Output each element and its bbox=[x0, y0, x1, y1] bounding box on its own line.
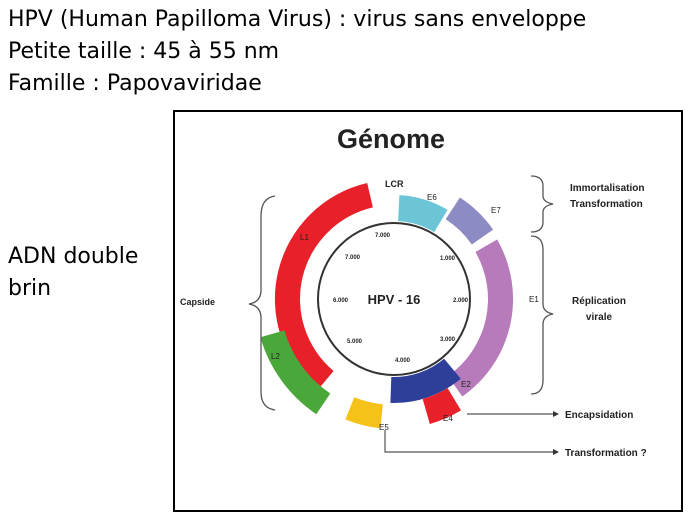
header-line-virus: HPV (Human Papilloma Virus) : virus sans… bbox=[8, 7, 587, 32]
gene-arc-e1 bbox=[447, 239, 514, 397]
gene-label-e6: E6 bbox=[427, 193, 437, 202]
transformation-arrow bbox=[384, 430, 553, 453]
side-label-line2: brin bbox=[8, 276, 52, 301]
genome-diagram: Génome HPV - 16 7.000 1.000 2.000 3.000 … bbox=[180, 124, 647, 459]
gene-label-e4: E4 bbox=[443, 414, 453, 423]
header-line-size: Petite taille : 45 à 55 nm bbox=[8, 39, 280, 64]
gene-label-e7: E7 bbox=[491, 206, 501, 215]
position-label: 7.000 bbox=[345, 255, 361, 261]
immortalisation-label-1: Immortalisation bbox=[570, 183, 644, 194]
center-label: HPV - 16 bbox=[368, 292, 421, 307]
gene-arc-l2 bbox=[260, 330, 331, 415]
gene-arc-e4 bbox=[422, 388, 461, 424]
side-label-line1: ADN double bbox=[8, 244, 139, 269]
genome-circle bbox=[317, 222, 471, 376]
gene-label-e5: E5 bbox=[379, 423, 389, 432]
gene-arc-e5 bbox=[345, 397, 383, 429]
position-label: 4.000 bbox=[395, 358, 411, 364]
header-line-family: Famille : Papovaviridae bbox=[8, 71, 262, 96]
gene-arc-e6 bbox=[398, 195, 448, 233]
gene-label-e1: E1 bbox=[529, 295, 539, 304]
diagram-title: Génome bbox=[337, 124, 445, 154]
position-label: 2.000 bbox=[453, 298, 469, 304]
arrowhead-icon bbox=[553, 411, 559, 417]
gene-label-e2: E2 bbox=[461, 380, 471, 389]
position-label: 6.000 bbox=[333, 298, 349, 304]
replication-brace bbox=[530, 235, 554, 395]
capside-label: Capside bbox=[180, 297, 215, 307]
replication-label-2: virale bbox=[586, 312, 613, 323]
position-label: 7.000 bbox=[375, 233, 391, 239]
immortalisation-label-2: Transformation bbox=[570, 199, 643, 210]
position-label: 3.000 bbox=[440, 337, 456, 343]
gene-arc-e7 bbox=[445, 197, 494, 245]
gene-arc-e2 bbox=[390, 358, 461, 403]
capside-brace bbox=[248, 195, 276, 411]
gene-label-l2: L2 bbox=[271, 352, 280, 361]
transformation-label: Transformation ? bbox=[565, 448, 647, 459]
replication-label-1: Réplication bbox=[572, 296, 626, 307]
gene-arc-l1 bbox=[274, 183, 373, 391]
gene-label-l1: L1 bbox=[300, 233, 309, 242]
position-label: 1.000 bbox=[440, 256, 456, 262]
gene-label-lcr: LCR bbox=[385, 179, 404, 189]
position-label: 5.000 bbox=[347, 339, 363, 345]
encapsidation-label: Encapsidation bbox=[565, 410, 633, 421]
arrowhead-icon bbox=[553, 449, 559, 455]
immortalisation-brace bbox=[530, 175, 554, 233]
genome-diagram-panel: Génome HPV - 16 7.000 1.000 2.000 3.000 … bbox=[173, 110, 683, 512]
